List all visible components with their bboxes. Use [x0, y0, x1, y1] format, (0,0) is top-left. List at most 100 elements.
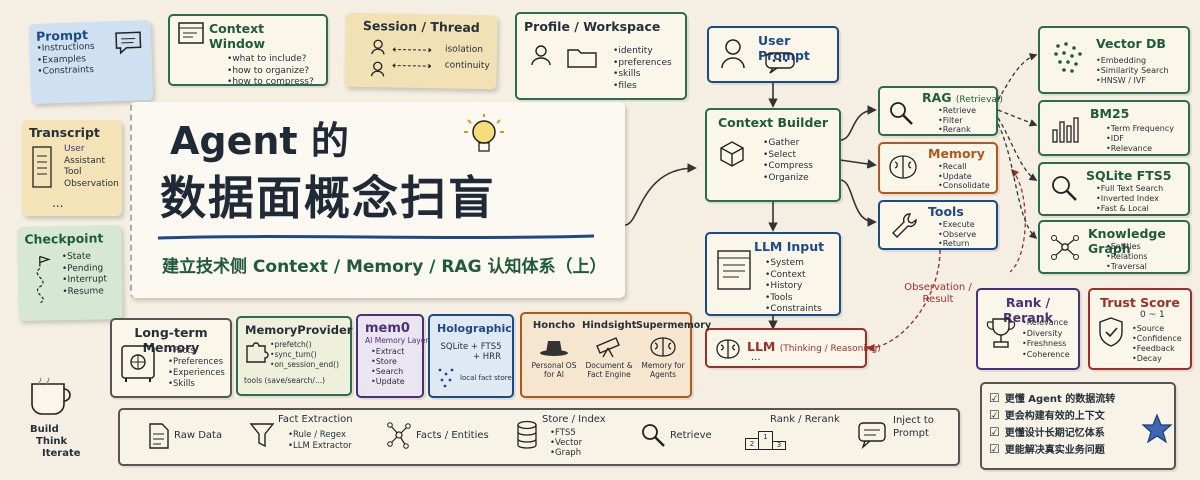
long-term-memory-items: Facts Preferences Experiences Skills	[168, 346, 225, 390]
context-window-item: how to compress?	[227, 77, 319, 89]
user-prompt-card: User Prompt	[707, 26, 839, 83]
chat-bubble-icon	[765, 52, 795, 74]
memory-provider-item: on_session_end()	[270, 360, 339, 370]
transcript-item: User	[64, 144, 85, 154]
honcho-desc: Personal OS for AI	[531, 361, 577, 379]
bm25-title: BM25	[1090, 106, 1130, 121]
llm-input-title: LLM Input	[754, 239, 825, 254]
hindsight-col: Hindsight Document & Fact Engine	[582, 318, 637, 379]
motto-word: Think	[36, 436, 68, 447]
pipeline-store-title: Store / Index	[542, 414, 606, 425]
knowledge-graph-card: Knowledge Graph Entities Relations Trave…	[1038, 220, 1190, 274]
memory-provider-title: MemoryProvider	[245, 323, 353, 337]
trophy-icon	[986, 318, 1016, 348]
checklist-text: 更能解决真实业务问题	[1004, 445, 1105, 456]
checkpoint-item: Interrupt	[62, 274, 107, 286]
pipeline-store-item: Graph	[550, 448, 582, 458]
hat-icon	[540, 341, 568, 356]
long-term-memory-item: Skills	[168, 379, 225, 390]
context-window-title: Context Window	[209, 21, 266, 51]
profile-item: identity	[613, 46, 672, 58]
arrow-rag-to-vectordb	[997, 53, 1038, 101]
context-builder-item: Compress	[763, 161, 813, 173]
context-window-card: Context Window what to include? how to o…	[168, 14, 328, 89]
path-flag-icon	[36, 255, 51, 304]
bar-chart-icon	[1052, 117, 1079, 143]
llm-input-item: Context	[765, 270, 822, 282]
pipeline-extract-title: Fact Extraction	[278, 414, 353, 425]
rank-item: Freshness	[1022, 339, 1070, 350]
brain-icon	[650, 337, 676, 357]
rag-items: Retrieve Filter Rerank	[938, 106, 976, 135]
pipeline-extract-items: Rule / Regex LLM Extractor	[288, 430, 352, 451]
mem0-item: Extract	[371, 347, 415, 357]
context-builder-item: Select	[763, 150, 813, 162]
transcript-item: Tool	[64, 167, 82, 177]
checkbox-icon: ☑	[989, 390, 1000, 405]
window-icon	[178, 22, 204, 44]
magnifier-icon	[1052, 176, 1077, 201]
star-icon	[1141, 413, 1173, 444]
memory-provider-items: prefetch() sync_turn() on_session_end()	[270, 340, 339, 370]
long-term-memory-item: Experiences	[168, 368, 225, 379]
memory-title: Memory	[928, 146, 985, 161]
vector-db-item: Embedding	[1096, 56, 1169, 66]
pipeline-store-item: Vector	[550, 438, 582, 448]
rag-item: Retrieve	[938, 106, 976, 116]
profile-card: Profile / Workspace identity preferences…	[515, 12, 687, 100]
database-icon	[517, 420, 537, 449]
rag-item: Rerank	[938, 125, 976, 135]
arrow-rag-to-bm25	[997, 109, 1038, 127]
trust-score-item: Source	[1132, 324, 1182, 334]
supermemory-title: Supermemory	[636, 320, 712, 331]
llm-input-items: System Context History Tools Constraints	[765, 258, 822, 316]
context-window-items: what to include? how to organize? how to…	[227, 54, 319, 89]
sqlite-fts5-item: Fast & Local	[1096, 204, 1163, 214]
bm25-card: BM25 Term Frequency IDF Relevance	[1038, 100, 1190, 156]
dots-cluster-icon	[1054, 42, 1082, 73]
bm25-item: IDF	[1106, 134, 1174, 144]
prompt-item: Constraints	[37, 63, 145, 78]
trust-score-item: Confidence	[1132, 334, 1182, 344]
mem0-items: Extract Store Search Update	[371, 347, 415, 387]
checklist-text: 更会构建有效的上下文	[1004, 411, 1105, 422]
checklist-text: 更懂 Agent 的数据流转	[1004, 394, 1116, 405]
context-window-item: what to include?	[227, 54, 319, 66]
memory-card: Memory Recall Update Consolidate	[878, 142, 998, 194]
rank-item: Diversity	[1022, 329, 1070, 340]
session-note: Session / Thread isolation continuity	[344, 12, 498, 90]
checkpoint-title: Checkpoint	[24, 230, 104, 247]
llm-card: LLM (Thinking / Reasoning) ...	[705, 328, 881, 368]
checklist-row: ☑更懂设计长期记忆体系	[989, 423, 1167, 440]
holographic-line2: + HRR	[472, 352, 501, 362]
rag-title: RAG	[922, 90, 952, 105]
pipeline-store-items: FTS5 Vector Graph	[550, 428, 582, 458]
arrow-rag-to-fts5	[997, 117, 1038, 181]
context-builder-items: Gather Select Compress Organize	[763, 138, 813, 184]
memory-provider-card: MemoryProvider prefetch() sync_turn() on…	[236, 316, 352, 396]
llm-input-item: History	[765, 281, 822, 293]
honcho-title: Honcho	[532, 320, 576, 331]
checkbox-icon: ☑	[989, 407, 1000, 422]
sqlite-fts5-card: SQLite FTS5 Full Text Search Inverted In…	[1038, 162, 1190, 216]
hindsight-title: Hindsight	[582, 320, 637, 331]
underline-stroke	[157, 234, 595, 240]
llm-input-item: Tools	[765, 293, 822, 305]
hindsight-desc: Document & Fact Engine	[585, 361, 633, 379]
honcho-col: Honcho Personal OS for AI	[528, 318, 580, 379]
prompt-note: Prompt Instructions Examples Constraints	[28, 19, 154, 105]
knowledge-graph-items: Entities Relations Traversal	[1106, 242, 1148, 272]
arrow-rag-to-kg	[997, 123, 1038, 240]
context-builder-item: Gather	[763, 138, 813, 150]
motto-word: Build	[30, 424, 59, 435]
document-icon	[149, 423, 169, 449]
llm-input-item: System	[765, 258, 822, 270]
knowledge-graph-item: Relations	[1106, 252, 1148, 262]
tools-item: Return	[938, 239, 976, 249]
vector-db-title: Vector DB	[1096, 36, 1166, 51]
transcript-items: User Assistant Tool Observation	[64, 144, 119, 190]
checkpoint-item: State	[62, 251, 107, 263]
sqlite-fts5-item: Inverted Index	[1096, 194, 1163, 204]
transcript-item: Assistant	[64, 155, 106, 166]
arrow-llm-to-memory	[1009, 168, 1026, 273]
